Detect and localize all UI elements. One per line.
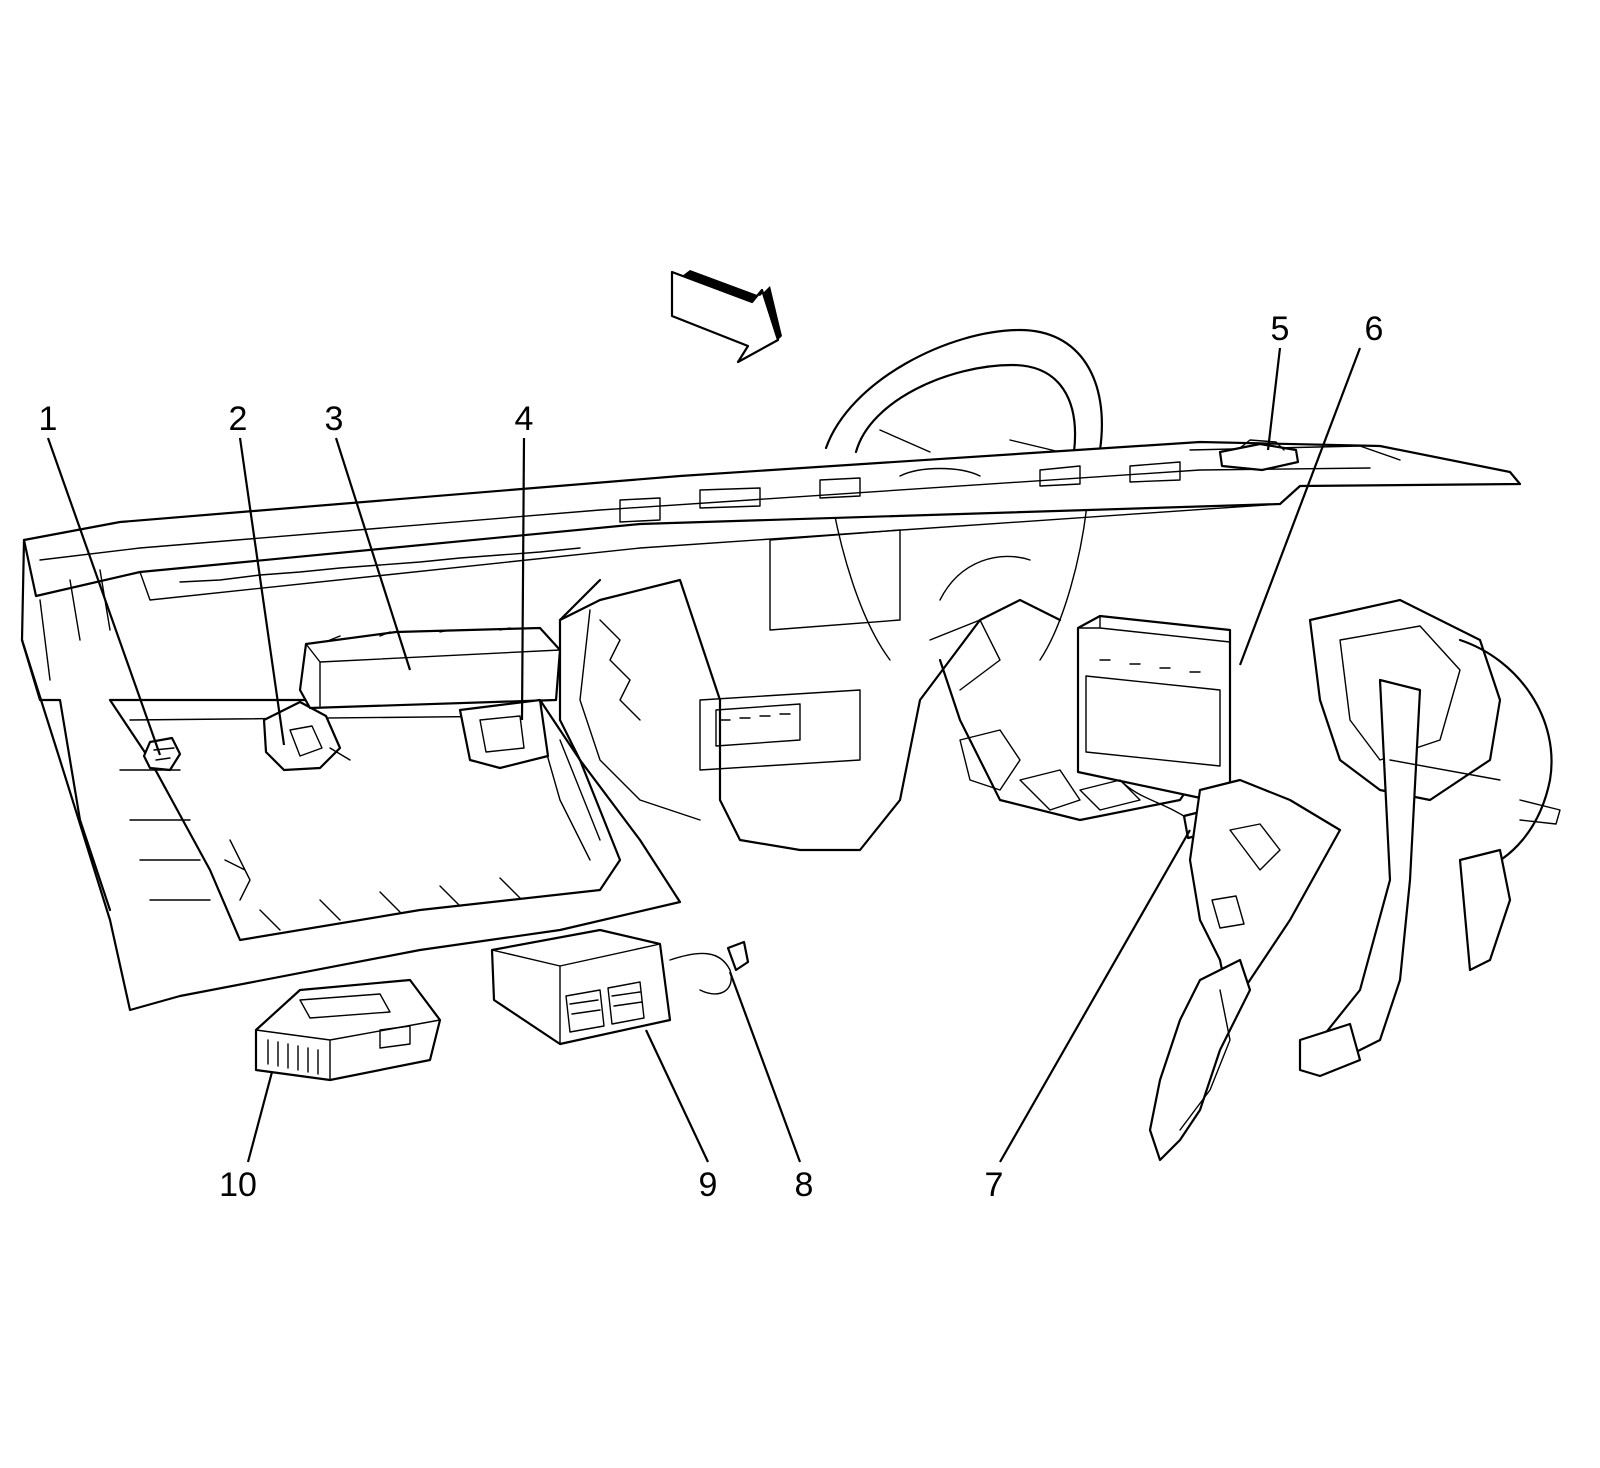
- component-2: [262, 700, 351, 772]
- component-3: [298, 626, 562, 710]
- callout-8: 8: [795, 1166, 814, 1204]
- component-6: [1076, 614, 1232, 802]
- leader-10: [246, 1071, 274, 1163]
- view-direction-arrow-icon: [670, 270, 782, 364]
- leader-1: [46, 437, 162, 756]
- component-4: [458, 698, 550, 770]
- leader-lines: [46, 347, 1362, 1163]
- component-10: [254, 978, 442, 1082]
- leader-4: [520, 437, 526, 721]
- component-1: [142, 736, 182, 772]
- leader-8: [728, 971, 802, 1163]
- callout-5: 5: [1271, 310, 1290, 348]
- callout-9: 9: [699, 1166, 718, 1204]
- component-8: [669, 940, 750, 995]
- leader-9: [645, 1029, 709, 1163]
- callout-4: 4: [515, 400, 534, 438]
- center-stack: [558, 529, 1062, 852]
- callout-labels: 1 2 3 4 5 6 7 8 9 10: [39, 310, 1384, 1204]
- callout-3: 3: [325, 400, 344, 438]
- pedal-assembly: [1148, 598, 1561, 1162]
- callout-7: 7: [985, 1166, 1004, 1204]
- glove-box-frame: [20, 538, 682, 1012]
- callout-2: 2: [229, 400, 248, 438]
- callout-6: 6: [1365, 310, 1384, 348]
- leader-7: [999, 829, 1191, 1163]
- leader-3: [334, 437, 412, 671]
- leader-6: [1238, 347, 1362, 666]
- component-5: [1218, 439, 1300, 472]
- leader-5: [1266, 347, 1282, 451]
- component-9: [490, 928, 672, 1046]
- callout-10: 10: [219, 1166, 257, 1204]
- callout-1: 1: [39, 400, 58, 438]
- leader-2: [238, 437, 286, 746]
